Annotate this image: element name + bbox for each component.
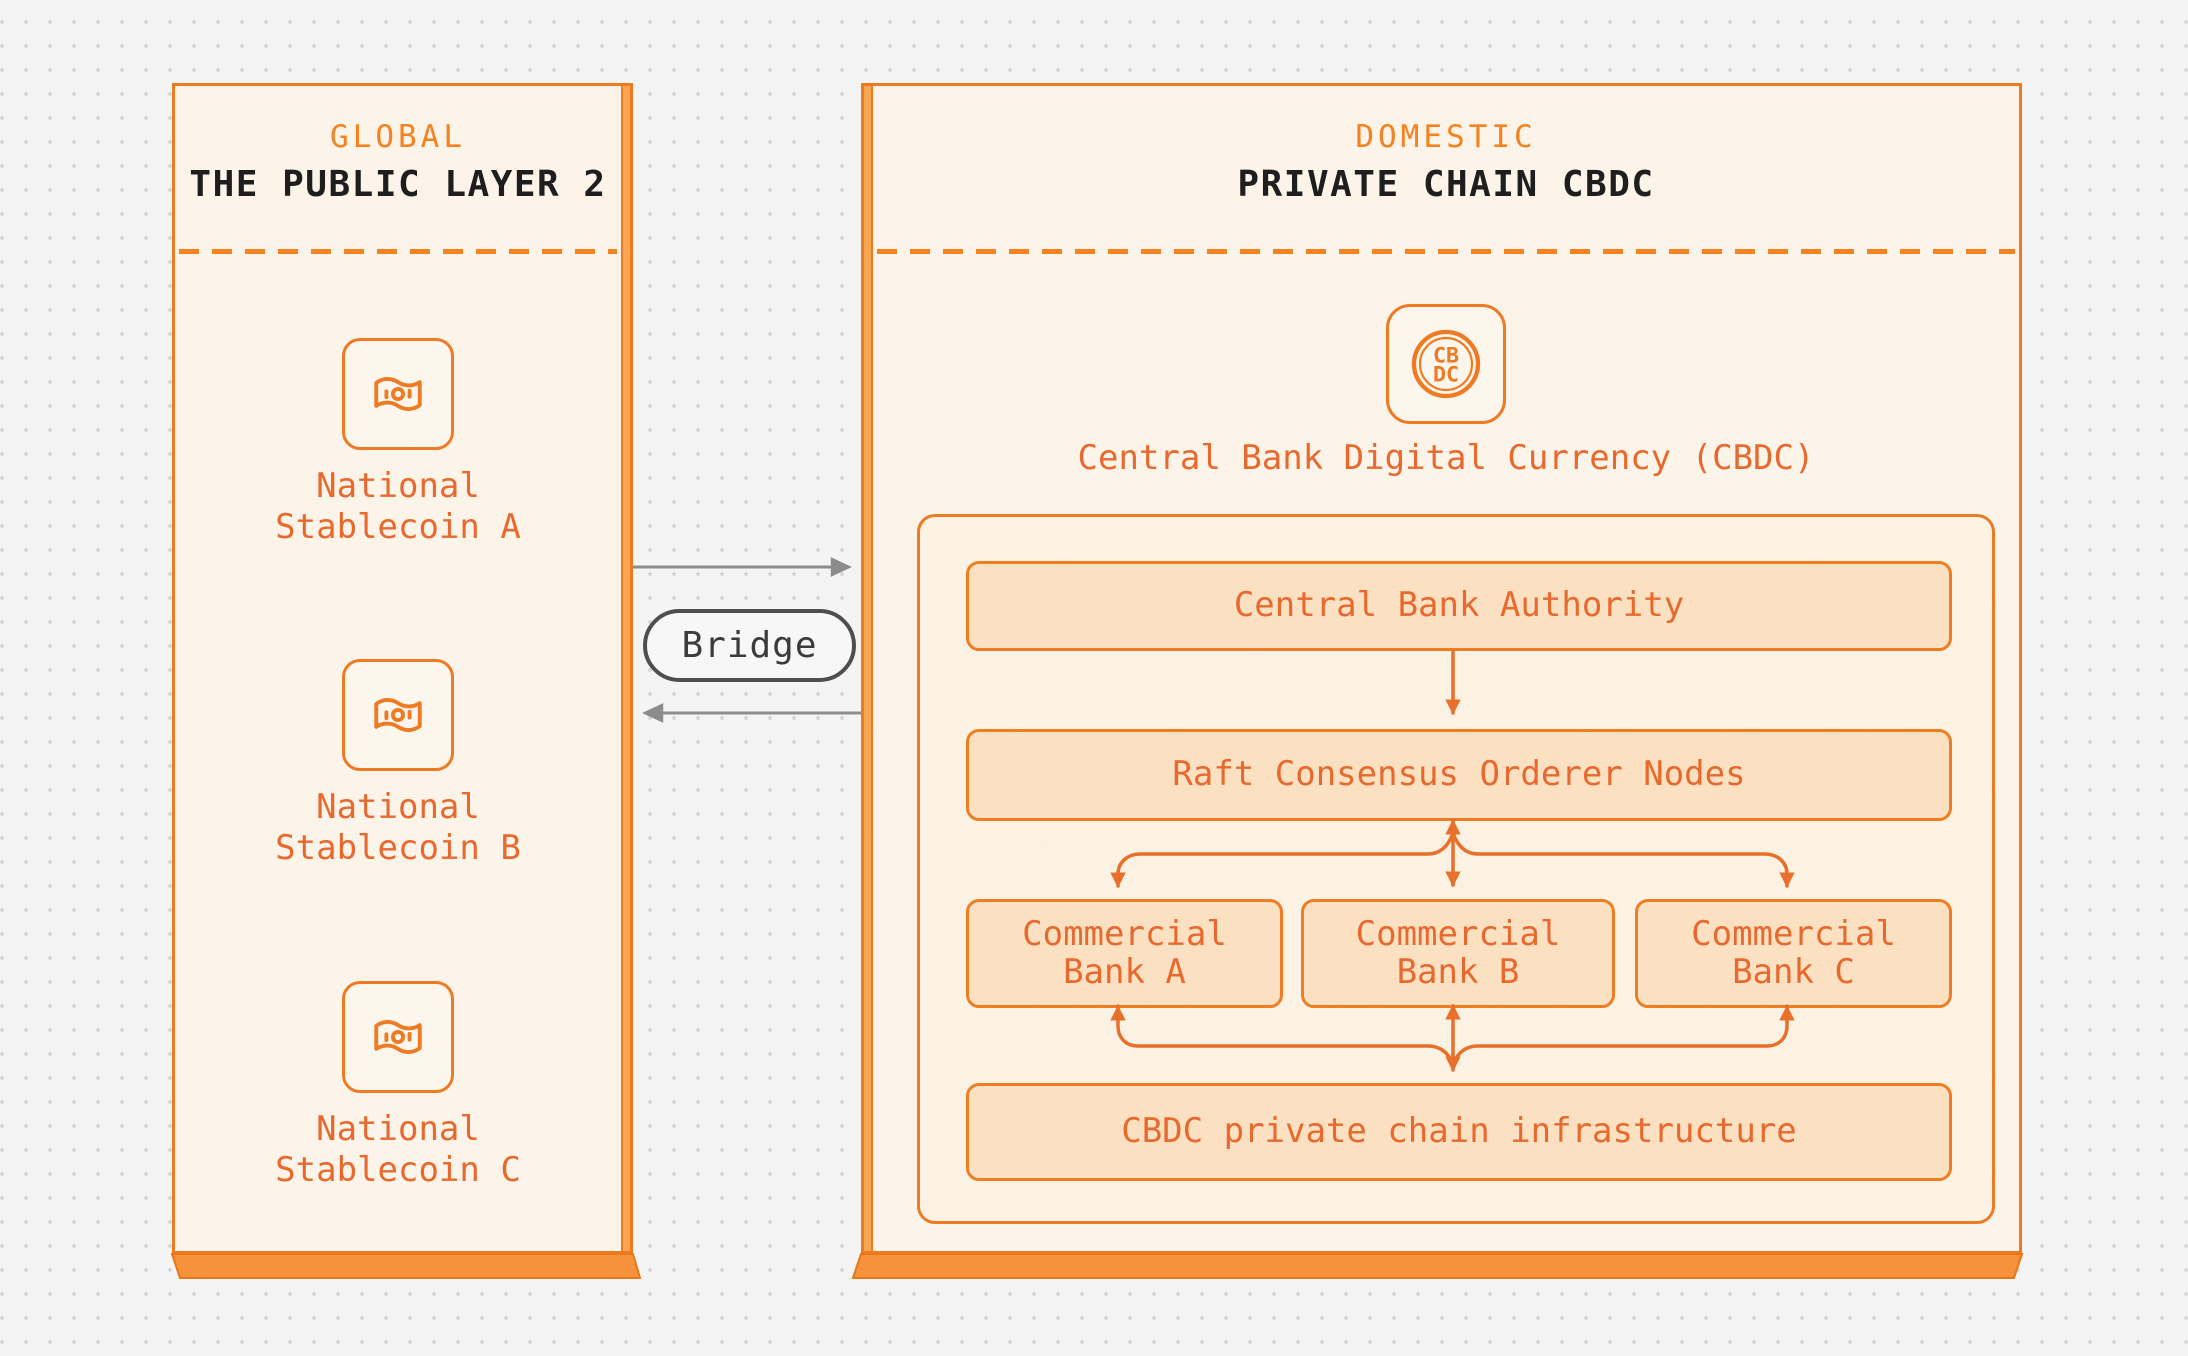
- node-central-bank-authority: Central Bank Authority: [966, 561, 1952, 651]
- dashed-divider: [179, 249, 617, 254]
- banknote-icon-box: [342, 659, 454, 771]
- bridge-label: Bridge: [681, 625, 818, 666]
- global-public-layer-panel: GLOBAL THE PUBLIC LAYER 2 National Stabl…: [172, 83, 633, 1254]
- node-raft-consensus-orderer: Raft Consensus Orderer Nodes: [966, 729, 1952, 821]
- banknote-icon: [374, 1020, 422, 1054]
- node-cbdc-private-chain-infrastructure: CBDC private chain infrastructure: [966, 1083, 1952, 1181]
- panel-side-face: [621, 86, 630, 1251]
- panel-bottom-face-left: [170, 1253, 642, 1279]
- node-label: Central Bank Authority: [1233, 585, 1685, 626]
- right-panel-kicker: DOMESTIC: [1355, 119, 1537, 155]
- banknote-icon-box: [342, 338, 454, 450]
- stablecoin-label-line1: National: [316, 1109, 480, 1149]
- node-label-line1: Commercial: [1355, 914, 1561, 955]
- node-label-line2: Bank A: [1063, 951, 1186, 992]
- stablecoin-label-line2: Stablecoin A: [275, 507, 521, 548]
- node-label: CBDC private chain infrastructure: [1121, 1111, 1797, 1152]
- right-panel-header: DOMESTIC PRIVATE CHAIN CBDC: [873, 119, 2019, 205]
- stablecoin-label: National Stablecoin C: [275, 1109, 521, 1192]
- stablecoin-label-line2: Stablecoin B: [275, 828, 521, 869]
- cbdc-coin-bottom-text: DC: [1432, 363, 1458, 388]
- stablecoin-item-c: National Stablecoin C: [175, 981, 621, 1192]
- node-label-line1: Commercial: [1022, 914, 1227, 955]
- stablecoin-label-line1: National: [316, 466, 480, 506]
- left-panel-kicker: GLOBAL: [330, 119, 466, 155]
- stablecoin-label-line2: Stablecoin C: [275, 1150, 521, 1191]
- node-label-line1: Commercial: [1691, 914, 1896, 955]
- panel-side-face: [864, 86, 873, 1251]
- domestic-private-chain-panel: DOMESTIC PRIVATE CHAIN CBDC CB DC Centra…: [861, 83, 2022, 1254]
- dashed-divider: [877, 249, 2015, 254]
- stablecoin-label: National Stablecoin A: [275, 466, 521, 549]
- node-commercial-bank-b: Commercial Bank B: [1301, 899, 1615, 1008]
- cbdc-tree-container: Central Bank Authority Raft Consensus Or…: [917, 514, 1995, 1224]
- banknote-icon: [374, 377, 422, 411]
- cbdc-coin-icon: CB DC: [1411, 329, 1480, 399]
- node-commercial-bank-c: Commercial Bank C: [1635, 899, 1952, 1008]
- bridge-pill: Bridge: [643, 609, 856, 682]
- node-label-line2: Bank C: [1732, 951, 1855, 992]
- stablecoin-item-b: National Stablecoin B: [175, 659, 621, 870]
- banknote-icon-box: [342, 981, 454, 1093]
- right-panel-title: PRIVATE CHAIN CBDC: [1237, 164, 1655, 205]
- stablecoin-label-line1: National: [316, 787, 480, 827]
- node-commercial-bank-a: Commercial Bank A: [966, 899, 1283, 1008]
- cbdc-caption: Central Bank Digital Currency (CBDC): [1077, 438, 1815, 478]
- stablecoin-item-a: National Stablecoin A: [175, 338, 621, 549]
- node-label-line2: Bank B: [1396, 951, 1520, 992]
- stablecoin-label: National Stablecoin B: [275, 787, 521, 870]
- left-panel-header: GLOBAL THE PUBLIC LAYER 2: [175, 119, 621, 205]
- panel-bottom-face-right: [851, 1253, 2024, 1279]
- cbdc-coin-icon-box: CB DC: [1385, 304, 1506, 424]
- left-panel-title: THE PUBLIC LAYER 2: [189, 164, 607, 205]
- banknote-icon: [374, 698, 422, 732]
- node-label: Raft Consensus Orderer Nodes: [1172, 754, 1746, 795]
